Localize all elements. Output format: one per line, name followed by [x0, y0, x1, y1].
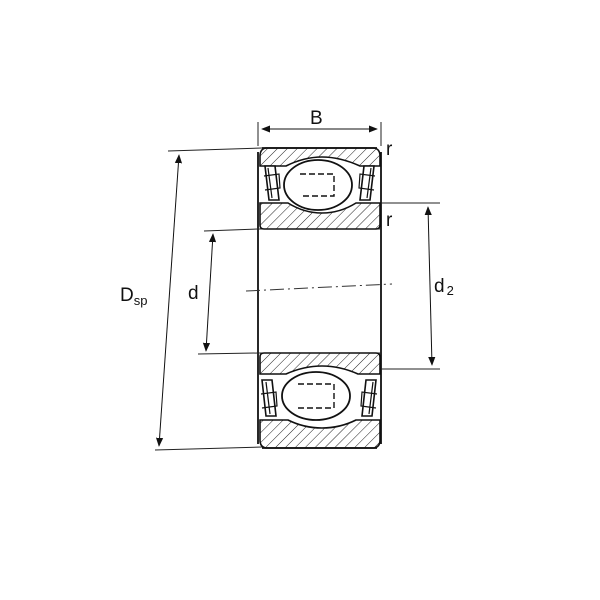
- dimension-bore: d: [188, 228, 259, 355]
- center-axis-line: [245, 283, 393, 292]
- ball-upper: [283, 159, 353, 211]
- inner-ring-upper: [259, 202, 381, 230]
- shoulder-label: d: [434, 276, 445, 297]
- cage-upper: [300, 173, 335, 197]
- shoulder-subscript: 2: [447, 283, 454, 298]
- cage-lower: [298, 383, 335, 409]
- svg-text:Dsp: Dsp: [120, 285, 147, 308]
- lower-section: [259, 352, 381, 449]
- dimension-width: B: [257, 108, 382, 146]
- corner-radius-top-label: r: [386, 139, 393, 160]
- outer-diameter-subscript: sp: [134, 293, 148, 308]
- outer-ring-upper: [259, 147, 381, 167]
- corner-radius-inner-label: r: [386, 210, 393, 231]
- inner-ring-lower: [259, 352, 381, 375]
- svg-text:d2: d2: [434, 276, 454, 298]
- width-label: B: [310, 108, 323, 129]
- ball-lower: [281, 371, 351, 421]
- dimension-outer-diameter: Dsp: [120, 147, 263, 451]
- outer-ring-lower: [259, 419, 381, 449]
- upper-section: [259, 147, 381, 230]
- bore-label: d: [188, 283, 199, 304]
- outer-diameter-label: D: [120, 285, 134, 306]
